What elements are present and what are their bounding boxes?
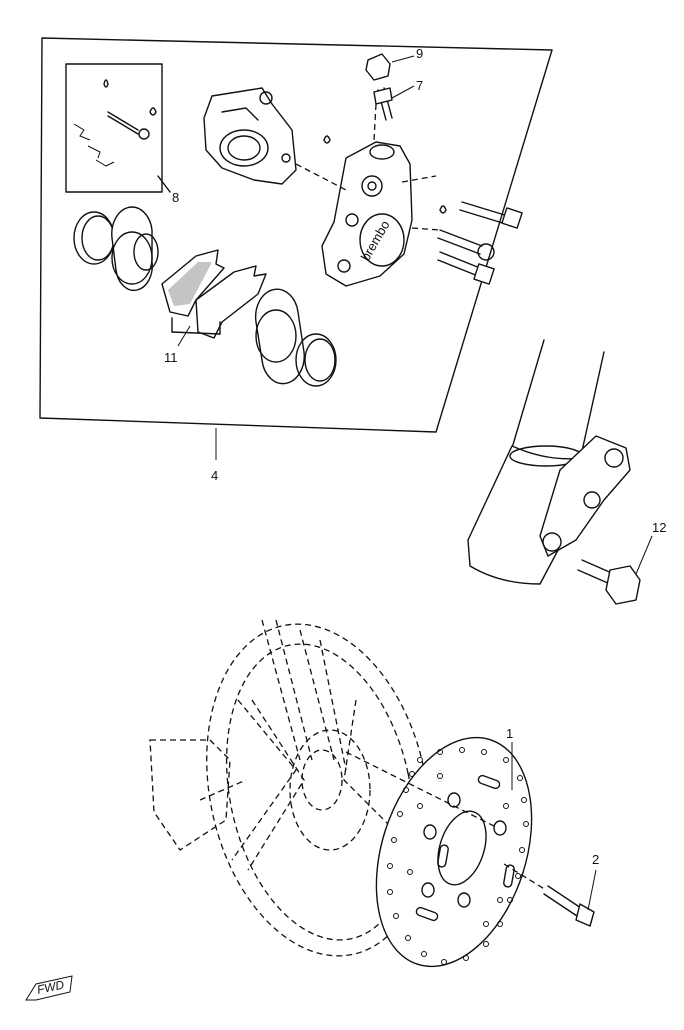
brake-disc	[345, 736, 533, 968]
leader-lines	[177, 55, 653, 911]
callout-8: 8	[172, 190, 179, 205]
fwd-mark-text: FWD	[36, 977, 66, 996]
disc-bolt	[503, 863, 595, 927]
bleed-screw-and-cap	[365, 53, 393, 121]
brake-pads	[161, 249, 267, 339]
callout-1: 1	[506, 726, 513, 741]
callout-4: 4	[211, 468, 218, 483]
forward-direction-mark: FWD	[25, 975, 73, 1001]
callout-7: 7	[416, 78, 423, 93]
callout-2: 2	[592, 852, 599, 867]
callout-11: 11	[164, 350, 178, 365]
callout-12: 12	[652, 520, 666, 535]
caliper-body-left	[203, 87, 297, 185]
pad-pin-kit-box	[65, 63, 171, 193]
piston-left	[73, 206, 159, 291]
caliper-bolts	[323, 135, 523, 285]
front-fork-leg	[467, 339, 631, 585]
caliper-assembly-frame	[39, 37, 553, 433]
caliper-mount-bolt	[577, 559, 641, 605]
callout-9: 9	[416, 46, 423, 61]
caliper-body-right: brembo	[321, 141, 413, 287]
explode-lines	[295, 103, 441, 231]
piston-right	[254, 288, 337, 387]
